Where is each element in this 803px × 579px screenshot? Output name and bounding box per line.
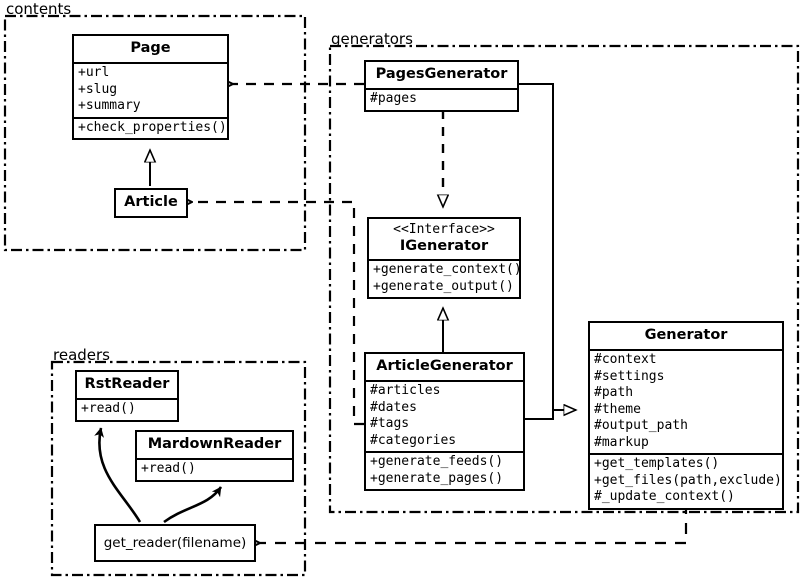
class-name-igenerator: IGenerator <box>399 238 489 254</box>
class-attribute: #theme <box>594 401 641 417</box>
class-attribute: #pages <box>370 91 417 106</box>
operations-compartment-article-generator: +generate_feeds() +generate_pages() <box>366 451 523 489</box>
class-box-igenerator[interactable]: <<Interface>> IGenerator +generate_conte… <box>367 217 522 299</box>
class-attribute: #dates <box>370 399 417 415</box>
class-operation: +generate_context() <box>373 262 522 277</box>
package-label-generators: generators <box>331 30 413 48</box>
class-operation: +generate_pages() <box>370 470 504 486</box>
class-name-pages-generator: PagesGenerator <box>375 66 508 82</box>
package-label-contents: contents <box>6 0 72 18</box>
class-name-generator: Generator <box>644 327 728 343</box>
class-box-pages-generator[interactable]: PagesGenerator #pages <box>364 60 519 112</box>
attributes-compartment-pages-generator: #pages <box>366 88 517 110</box>
class-box-generator[interactable]: Generator #context #settings #path #them… <box>588 321 784 510</box>
function-box-label: get_reader(filename) <box>103 535 247 551</box>
operations-compartment-mardown-reader: +read() <box>137 458 292 480</box>
class-operation: +check_properties() <box>78 119 227 135</box>
package-frame-generators <box>328 44 800 514</box>
class-box-rst-reader[interactable]: RstReader +read() <box>75 370 179 422</box>
class-name-page: Page <box>130 40 171 56</box>
package-frame-readers <box>50 360 307 577</box>
class-attribute: #context <box>594 352 657 367</box>
class-name-rst-reader: RstReader <box>84 376 170 392</box>
class-box-page[interactable]: Page +url +slug +summary +check_properti… <box>72 34 229 140</box>
attributes-compartment-generator: #context #settings #path #theme #output_… <box>590 349 782 453</box>
class-attribute: +slug <box>78 81 118 97</box>
class-name-article: Article <box>124 194 178 210</box>
class-box-article[interactable]: Article <box>114 188 188 218</box>
operations-compartment-igenerator: +generate_context() +generate_output() <box>369 259 522 297</box>
function-box-get-reader[interactable]: get_reader(filename) <box>94 524 256 562</box>
class-operation: +generate_feeds() <box>370 454 504 469</box>
class-name-article-generator: ArticleGenerator <box>376 358 513 374</box>
class-box-article-generator[interactable]: ArticleGenerator #articles #dates #tags … <box>364 352 525 491</box>
class-operation: +read() <box>141 461 196 476</box>
class-attribute: #markup <box>594 434 649 450</box>
class-operation: +get_files(path,exclude) <box>594 472 782 488</box>
class-operation: +read() <box>81 401 136 416</box>
package-label-readers: readers <box>53 346 110 364</box>
class-attribute: #categories <box>370 432 457 448</box>
class-attribute: #output_path <box>594 418 688 433</box>
operations-compartment-rst-reader: +read() <box>77 398 177 420</box>
class-attribute: +summary <box>78 98 141 113</box>
class-attribute: #articles <box>370 383 441 398</box>
relationship-getreader-returns-rstreader <box>94 427 142 523</box>
class-operation: +get_templates() <box>594 456 720 471</box>
class-attribute: #path <box>594 385 634 400</box>
operations-compartment-page: +check_properties() <box>74 116 227 139</box>
relationship-getreader-returns-mardownreader <box>163 486 223 524</box>
class-name-mardown-reader: MardownReader <box>147 436 282 452</box>
class-operation: #_update_context() <box>594 489 735 504</box>
attributes-compartment-page: +url +slug +summary <box>74 62 227 117</box>
class-attribute: +url <box>78 65 110 80</box>
relationship-articlegenerator-uses-article <box>192 202 364 426</box>
class-operation: +generate_output() <box>373 278 514 294</box>
package-frame-contents <box>3 14 307 252</box>
class-attribute: #settings <box>594 368 665 384</box>
relationship-pagesgenerator-extends-generator <box>519 83 576 410</box>
class-box-mardown-reader[interactable]: MardownReader +read() <box>135 430 294 482</box>
relationship-generator-uses-getreader <box>260 503 688 543</box>
operations-compartment-generator: +get_templates() +get_files(path,exclude… <box>590 453 782 508</box>
class-stereotype-igenerator: <<Interface>> <box>393 222 495 237</box>
attributes-compartment-article-generator: #articles #dates #tags #categories <box>366 380 523 451</box>
class-attribute: #tags <box>370 416 410 431</box>
relationship-articlegenerator-extends-generator <box>525 410 554 420</box>
